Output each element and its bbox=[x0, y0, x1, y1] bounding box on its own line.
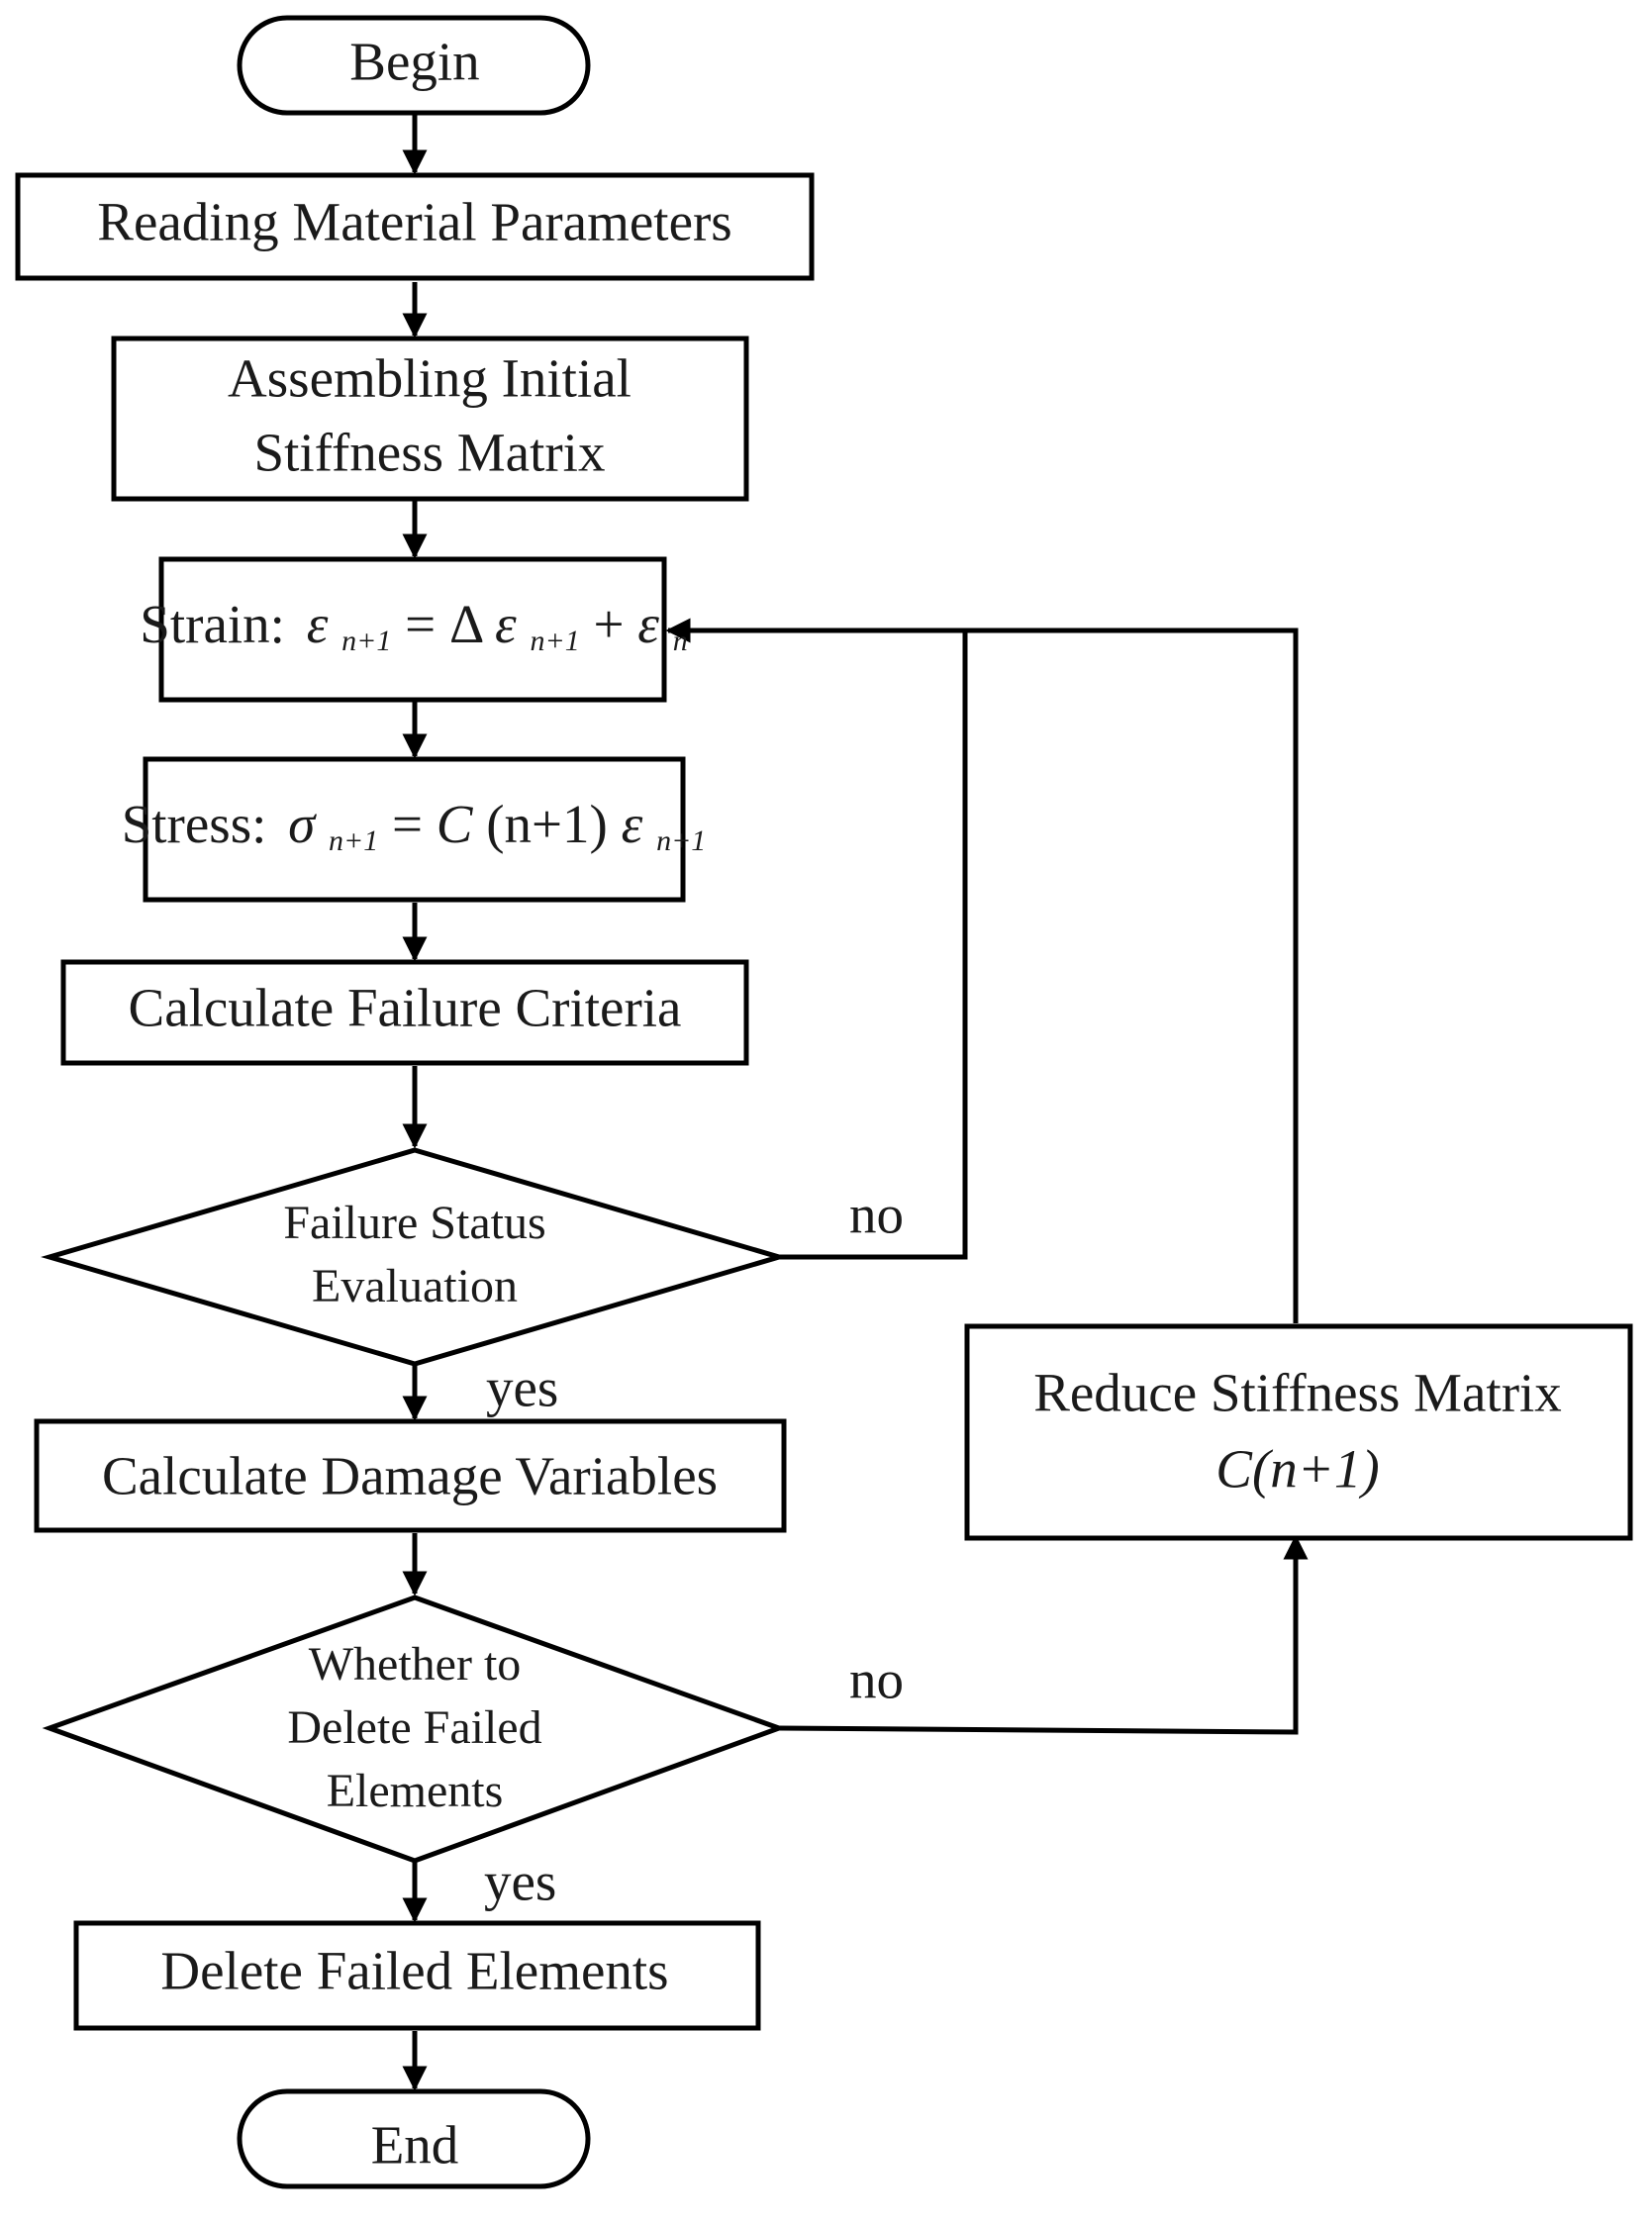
end-label: End bbox=[371, 2115, 459, 2176]
edge-labels: no yes no yes bbox=[484, 1185, 904, 1912]
calc-damage-label: Calculate Damage Variables bbox=[102, 1446, 718, 1506]
strain-delta-sub-n1: n+1 bbox=[530, 625, 579, 657]
strain-box: Strain: ε n+1 = Δ ε n+1 + ε n bbox=[140, 556, 688, 703]
calculate-damage-variables-box: Calculate Damage Variables bbox=[34, 1418, 787, 1533]
reduce-stiffness-label-line2: C(n+1) bbox=[1215, 1439, 1379, 1499]
stress-epsilon: ε bbox=[622, 794, 643, 854]
strain-sub-n1: n+1 bbox=[341, 625, 391, 657]
end-shape bbox=[237, 2088, 591, 2189]
failure-status-label-line1: Failure Status bbox=[283, 1197, 545, 1249]
failure-yes-label: yes bbox=[486, 1358, 558, 1418]
stress-c-arg: (n+1) bbox=[486, 794, 608, 854]
stress-equals: = bbox=[392, 794, 423, 854]
strain-shape bbox=[158, 556, 667, 703]
failure-status-shape bbox=[41, 1147, 788, 1367]
begin-label: Begin bbox=[349, 32, 479, 92]
strain-epsilon-n: ε bbox=[637, 594, 659, 654]
strain-plus: + bbox=[593, 594, 624, 654]
assembling-stiffness-box: Assembling Initial Stiffness Matrix bbox=[111, 336, 749, 502]
stress-box: Stress: σ n+1 = C (n+1) ε n+1 bbox=[122, 756, 707, 903]
strain-delta: Δ bbox=[449, 594, 483, 654]
strain-label: Strain: bbox=[140, 594, 285, 654]
strain-equation: Strain: ε n+1 = Δ ε n+1 + ε n bbox=[140, 594, 687, 668]
stress-label: Stress: bbox=[122, 794, 267, 854]
edge-reduce-stiffness-to-strain bbox=[965, 628, 1299, 1323]
strain-equals: = bbox=[405, 594, 436, 654]
begin-shape bbox=[237, 15, 591, 116]
failure-no-label: no bbox=[849, 1185, 904, 1245]
delete-failed-shape bbox=[73, 1920, 761, 2031]
strain-epsilon: ε bbox=[307, 594, 329, 654]
whether-label-line3: Elements bbox=[327, 1765, 504, 1817]
calculate-failure-criteria-box: Calculate Failure Criteria bbox=[60, 959, 749, 1066]
assembling-shape bbox=[111, 336, 749, 502]
whether-label-line1: Whether to bbox=[309, 1638, 522, 1691]
begin-terminal: Begin bbox=[237, 15, 591, 116]
reading-label: Reading Material Parameters bbox=[97, 192, 731, 252]
edge-failure-status-no-to-strain bbox=[665, 618, 968, 1260]
strain-sub-n: n bbox=[673, 625, 688, 657]
stress-epsilon-sub: n+1 bbox=[656, 824, 706, 857]
whether-label-line2: Delete Failed bbox=[287, 1701, 541, 1754]
calc-failure-label: Calculate Failure Criteria bbox=[129, 978, 682, 1038]
strain-delta-epsilon: ε bbox=[495, 594, 517, 654]
calc-damage-shape bbox=[34, 1418, 787, 1533]
assembling-label-line2: Stiffness Matrix bbox=[254, 423, 606, 483]
calc-failure-shape bbox=[60, 959, 749, 1066]
whether-delete-decision: Whether to Delete Failed Elements bbox=[42, 1595, 787, 1864]
delete-failed-elements-box: Delete Failed Elements bbox=[73, 1920, 761, 2031]
whether-yes-label: yes bbox=[484, 1852, 556, 1912]
connectors bbox=[402, 113, 1309, 2091]
reduce-stiffness-matrix-box: Reduce Stiffness Matrix C(n+1) bbox=[964, 1323, 1633, 1541]
failure-status-decision: Failure Status Evaluation bbox=[41, 1147, 788, 1367]
reduce-stiffness-label-line1: Reduce Stiffness Matrix bbox=[1033, 1363, 1562, 1423]
assembling-label-line1: Assembling Initial bbox=[228, 348, 632, 409]
whether-no-label: no bbox=[849, 1650, 904, 1710]
delete-failed-label: Delete Failed Elements bbox=[160, 1941, 668, 2001]
stress-sigma-sub: n+1 bbox=[329, 824, 378, 857]
failure-status-label-line2: Evaluation bbox=[312, 1260, 518, 1312]
stress-shape bbox=[143, 756, 686, 903]
whether-delete-shape bbox=[42, 1595, 787, 1864]
stress-sigma: σ bbox=[288, 794, 317, 854]
end-terminal: End bbox=[237, 2088, 591, 2189]
reduce-stiffness-shape bbox=[964, 1323, 1633, 1541]
reading-material-parameters-box: Reading Material Parameters bbox=[15, 172, 815, 281]
stress-c: C bbox=[437, 794, 474, 854]
stress-equation: Stress: σ n+1 = C (n+1) ε n+1 bbox=[122, 794, 707, 868]
edge-whether-no-to-reduce-stiffness bbox=[778, 1534, 1309, 1735]
reading-shape bbox=[15, 172, 815, 281]
